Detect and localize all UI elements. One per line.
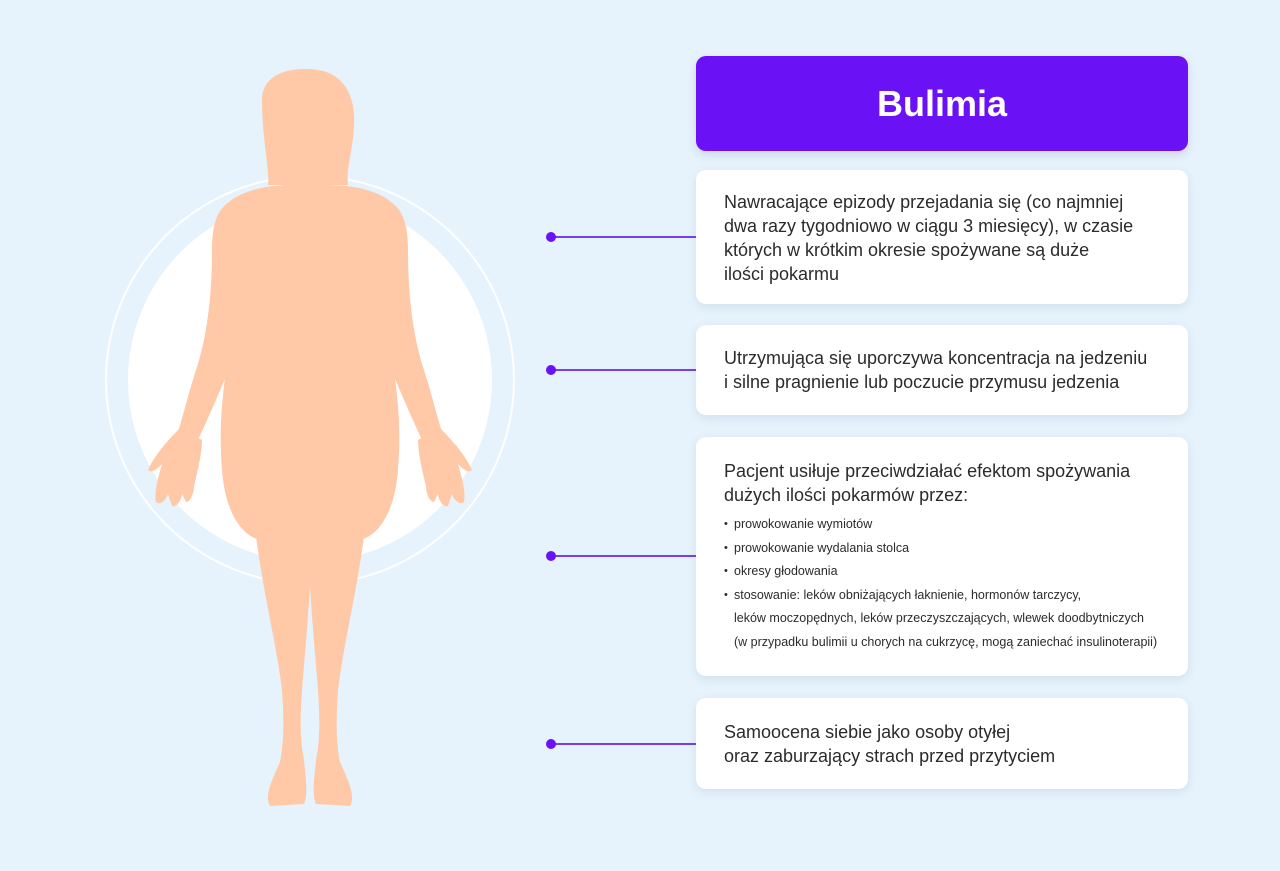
connector-line: [551, 236, 696, 238]
connector-line: [551, 555, 696, 557]
card-text: Pacjent usiłuje przeciwdziałać efektom s…: [724, 461, 1131, 505]
bullet-item: okresy głodowania: [724, 560, 1168, 584]
connector-line: [551, 369, 696, 371]
page-title: Bulimia: [696, 56, 1188, 151]
bullet-item: prowokowanie wydalania stolca: [724, 537, 1168, 561]
card-text: Samoocena siebie jako osoby otyłej oraz …: [724, 722, 1056, 766]
info-card-4: Samoocena siebie jako osoby otyłej oraz …: [696, 698, 1188, 789]
card-text: Utrzymująca się uporczywa koncentracja n…: [724, 348, 1148, 392]
info-card-1: Nawracające epizody przejadania się (co …: [696, 170, 1188, 304]
female-silhouette-icon: [148, 69, 472, 806]
bullet-item: prowokowanie wymiotów: [724, 513, 1168, 537]
info-card-3: Pacjent usiłuje przeciwdziałać efektom s…: [696, 437, 1188, 676]
info-card-2: Utrzymująca się uporczywa koncentracja n…: [696, 325, 1188, 415]
bullet-list: prowokowanie wymiotów prowokowanie wydal…: [724, 513, 1168, 654]
connector-dot: [546, 551, 556, 561]
card-text: Nawracające epizody przejadania się (co …: [724, 192, 1134, 284]
connector-dot: [546, 739, 556, 749]
connector-line: [551, 743, 696, 745]
bullet-item: stosowanie: leków obniżających łaknienie…: [724, 584, 1168, 655]
connector-dot: [546, 232, 556, 242]
connector-dot: [546, 365, 556, 375]
body-illustration: [0, 0, 620, 871]
